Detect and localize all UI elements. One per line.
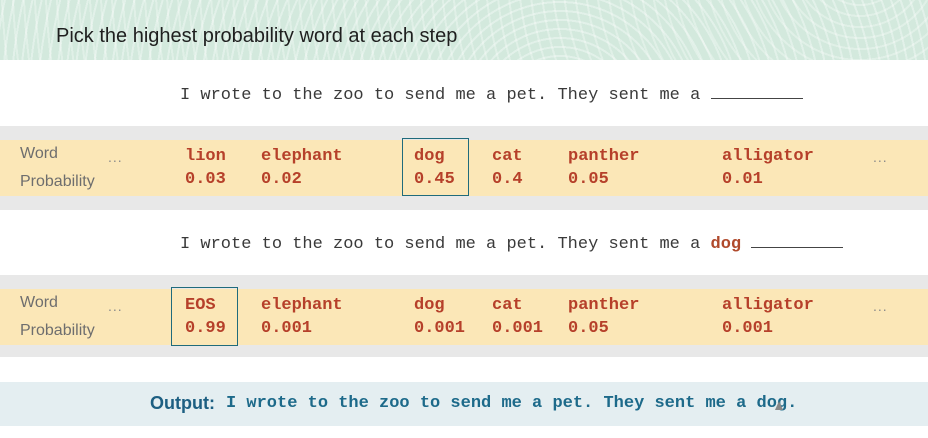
word-cell: EOS bbox=[185, 296, 216, 315]
mouse-cursor-icon bbox=[775, 401, 783, 410]
prob-cell: 0.001 bbox=[414, 319, 466, 338]
word-cell: dog bbox=[414, 296, 445, 315]
sentence-step2: I wrote to the zoo to send me a pet. The… bbox=[180, 233, 844, 254]
prob-cell: 0.45 bbox=[414, 170, 455, 189]
prob-cell: 0.001 bbox=[261, 319, 313, 338]
prob-cell: 0.99 bbox=[185, 319, 226, 338]
prob-cell: 0.05 bbox=[568, 319, 609, 338]
word-cell: cat bbox=[492, 147, 523, 166]
probability-label: Probability bbox=[20, 322, 95, 339]
probability-label: Probability bbox=[20, 173, 95, 190]
ellipsis-left: ... bbox=[108, 298, 123, 314]
word-label: Word bbox=[20, 145, 58, 162]
selection-box-dog bbox=[402, 138, 469, 196]
prob-cell: 0.01 bbox=[722, 170, 763, 189]
prob-cell: 0.4 bbox=[492, 170, 523, 189]
selection-box-eos bbox=[171, 287, 238, 346]
word-cell: alligator bbox=[722, 296, 814, 315]
blank-line bbox=[710, 84, 803, 99]
word-cell: panther bbox=[568, 147, 640, 166]
word-cell: elephant bbox=[261, 147, 343, 166]
sentence-step1: I wrote to the zoo to send me a pet. The… bbox=[180, 84, 803, 105]
table-step2 bbox=[0, 289, 928, 345]
output-label: Output: bbox=[150, 393, 215, 413]
sentence-text: I wrote to the zoo to send me a pet. The… bbox=[180, 86, 701, 105]
header-banner bbox=[0, 0, 928, 60]
prob-cell: 0.02 bbox=[261, 170, 302, 189]
ellipsis-left: ... bbox=[108, 149, 123, 165]
prob-cell: 0.03 bbox=[185, 170, 226, 189]
blank-line bbox=[751, 233, 844, 248]
prob-cell: 0.05 bbox=[568, 170, 609, 189]
word-cell: lion bbox=[185, 147, 226, 166]
word-cell: dog bbox=[414, 147, 445, 166]
word-cell: elephant bbox=[261, 296, 343, 315]
prob-cell: 0.001 bbox=[722, 319, 774, 338]
prob-cell: 0.001 bbox=[492, 319, 544, 338]
sentence-text: I wrote to the zoo to send me a pet. The… bbox=[180, 235, 701, 254]
page-title: Pick the highest probability word at eac… bbox=[56, 25, 458, 47]
table-step1 bbox=[0, 140, 928, 196]
word-cell: alligator bbox=[722, 147, 814, 166]
ellipsis-right: ... bbox=[873, 298, 888, 314]
word-label: Word bbox=[20, 294, 58, 311]
appended-word: dog bbox=[710, 235, 742, 254]
word-cell: cat bbox=[492, 296, 523, 315]
ellipsis-right: ... bbox=[873, 149, 888, 165]
output-text: I wrote to the zoo to send me a pet. The… bbox=[226, 394, 798, 413]
output-band bbox=[0, 382, 928, 426]
word-cell: panther bbox=[568, 296, 640, 315]
